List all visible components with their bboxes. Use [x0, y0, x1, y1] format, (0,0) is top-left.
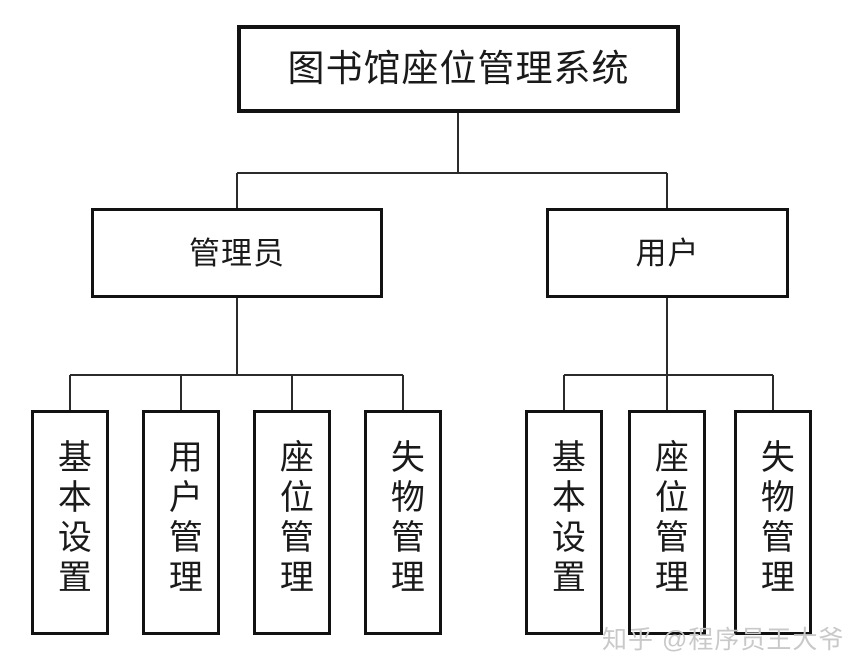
node-admin-lost-found-management[interactable]: 失物管理	[364, 410, 442, 635]
node-root-label: 图书馆座位管理系统	[287, 48, 630, 90]
node-admin-basic-settings-label: 基本设置	[52, 439, 90, 599]
node-root-system[interactable]: 图书馆座位管理系统	[237, 25, 680, 113]
node-user-basic-settings-label: 基本设置	[546, 439, 584, 599]
node-administrator-label: 管理员	[189, 235, 285, 271]
node-admin-lost-found-management-label: 失物管理	[385, 439, 423, 599]
node-user[interactable]: 用户	[546, 208, 789, 298]
node-user-label: 用户	[635, 235, 700, 271]
node-user-lost-found-management[interactable]: 失物管理	[734, 410, 812, 635]
node-admin-seat-management-label: 座位管理	[274, 439, 312, 599]
node-user-seat-management[interactable]: 座位管理	[628, 410, 706, 635]
node-admin-user-management-label: 用户管理	[163, 439, 201, 599]
node-administrator[interactable]: 管理员	[91, 208, 383, 298]
node-admin-basic-settings[interactable]: 基本设置	[31, 410, 109, 635]
node-user-lost-found-management-label: 失物管理	[755, 439, 793, 599]
watermark-text: 知乎 @程序员王大爷	[602, 626, 845, 654]
node-user-seat-management-label: 座位管理	[649, 439, 687, 599]
node-admin-user-management[interactable]: 用户管理	[142, 410, 220, 635]
node-admin-seat-management[interactable]: 座位管理	[253, 410, 331, 635]
node-user-basic-settings[interactable]: 基本设置	[525, 410, 603, 635]
